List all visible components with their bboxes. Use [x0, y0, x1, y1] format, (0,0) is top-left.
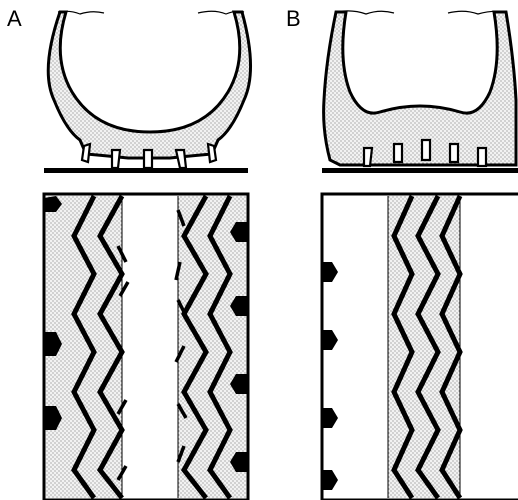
panel-a-contact-patch	[44, 194, 248, 500]
panel-b-tire-body	[324, 12, 516, 165]
panel-a-center-gap	[122, 196, 178, 498]
panel-b-cross-section	[322, 11, 518, 173]
panel-b-road-surface	[322, 168, 518, 173]
panel-a-road-surface	[44, 168, 248, 173]
panel-a-cross-section	[44, 11, 251, 173]
panel-a-tire-body	[48, 12, 250, 158]
panel-b-contact-patch	[322, 194, 518, 500]
